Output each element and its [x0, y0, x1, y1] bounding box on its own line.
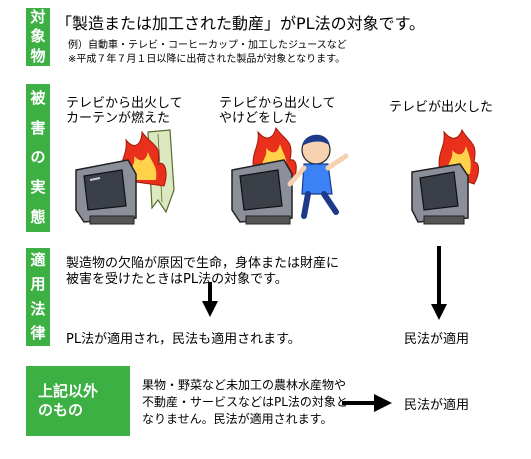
arrow-down-civil: [437, 246, 441, 306]
section-label-other: 上記以外 のもの: [26, 366, 130, 436]
arrow-head-civil: [431, 304, 447, 320]
other-desc-line1: 果物・野菜など未加工の農林水産物や: [142, 378, 347, 392]
law-result-pl: PL法が適用され，民法も適用されます。: [66, 332, 301, 347]
other-desc-line2: 不動産・サービスなどはPL法の対象と: [142, 395, 348, 409]
case2-line2: やけどをした: [219, 111, 298, 126]
case2-line1: テレビから出火して: [219, 96, 336, 111]
other-label-line2: のもの: [38, 401, 84, 419]
case1-line1: テレビから出火して: [66, 96, 183, 111]
section-label-target: 対 象 物: [26, 8, 50, 66]
damage-char-5: 態: [30, 207, 46, 226]
law-desc-line1: 製造物の欠陥が原因で生命，身体または財産に: [66, 256, 340, 271]
other-result: 民法が適用: [404, 398, 470, 413]
note-example: 例）自動車・テレビ・コーヒーカップ・加工したジュースなど: [68, 40, 347, 51]
arrow-right-head: [374, 394, 392, 412]
headline: 「製造または加工された動産」がPL法の対象です。: [56, 14, 425, 33]
illustration-tv-fire-boy: [231, 126, 349, 225]
arrow-down-pl: [208, 282, 212, 302]
target-char-2: 象: [30, 27, 46, 46]
law-char-1: 適: [30, 250, 46, 269]
section-label-damage: 被 害 の 実 態: [26, 84, 50, 232]
law-char-2: 用: [30, 275, 46, 294]
illustration-tv-fire: [411, 128, 479, 225]
target-char-3: 物: [30, 46, 46, 65]
law-char-4: 律: [30, 324, 46, 343]
law-char-3: 法: [30, 299, 46, 318]
note-date: ※平成７年７月１日以降に出荷された製品が対象となります。: [68, 54, 346, 65]
other-desc-line3: なりません。民法が適用されます。: [142, 412, 333, 426]
section-label-law: 適 用 法 律: [26, 248, 50, 346]
law-result-civil: 民法が適用: [404, 332, 470, 347]
arrow-head-pl: [202, 301, 218, 317]
damage-char-2: 害: [30, 118, 46, 137]
law-desc-line2: 被害を受けたときはPL法の対象です。: [66, 272, 288, 287]
damage-char-4: 実: [30, 178, 46, 197]
target-char-1: 対: [30, 8, 46, 27]
case3-line1: テレビが出火した: [389, 100, 494, 115]
illustration-tv-curtain-fire: [75, 129, 175, 225]
other-label-line1: 上記以外: [38, 382, 99, 401]
damage-char-3: の: [30, 148, 46, 167]
case1-line2: カーテンが燃えた: [66, 111, 171, 126]
arrow-right-shaft: [342, 401, 376, 405]
damage-char-1: 被: [30, 89, 46, 108]
